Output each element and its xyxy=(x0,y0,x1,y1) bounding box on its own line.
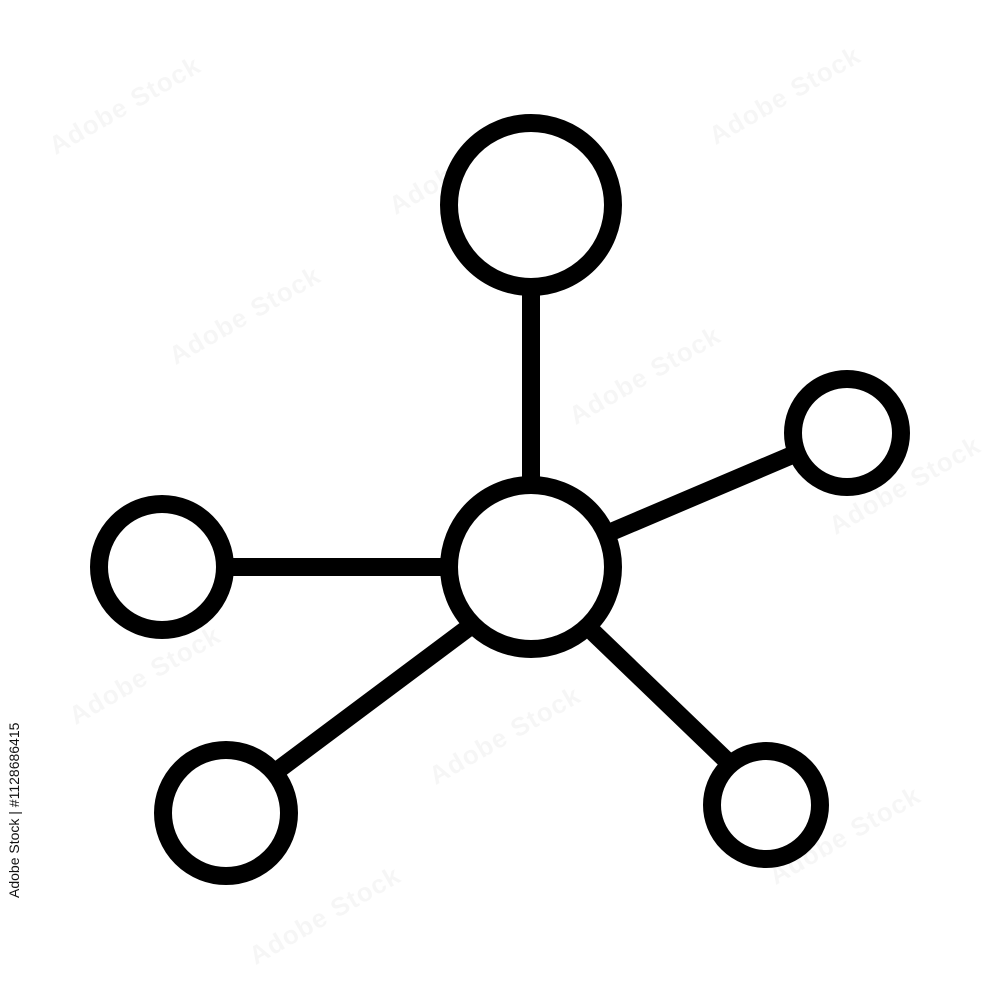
edge-bottom-right xyxy=(585,624,735,769)
center-node xyxy=(440,476,622,658)
left-node xyxy=(90,495,234,639)
top-node xyxy=(440,114,622,296)
edge-right xyxy=(602,444,806,541)
edge-bottom-left xyxy=(269,619,477,779)
bottom-left-node xyxy=(154,741,298,885)
right-node xyxy=(784,370,910,496)
bottom-right-node xyxy=(703,742,829,868)
stock-id-label: Adobe Stock | #1128686415 xyxy=(6,722,22,898)
